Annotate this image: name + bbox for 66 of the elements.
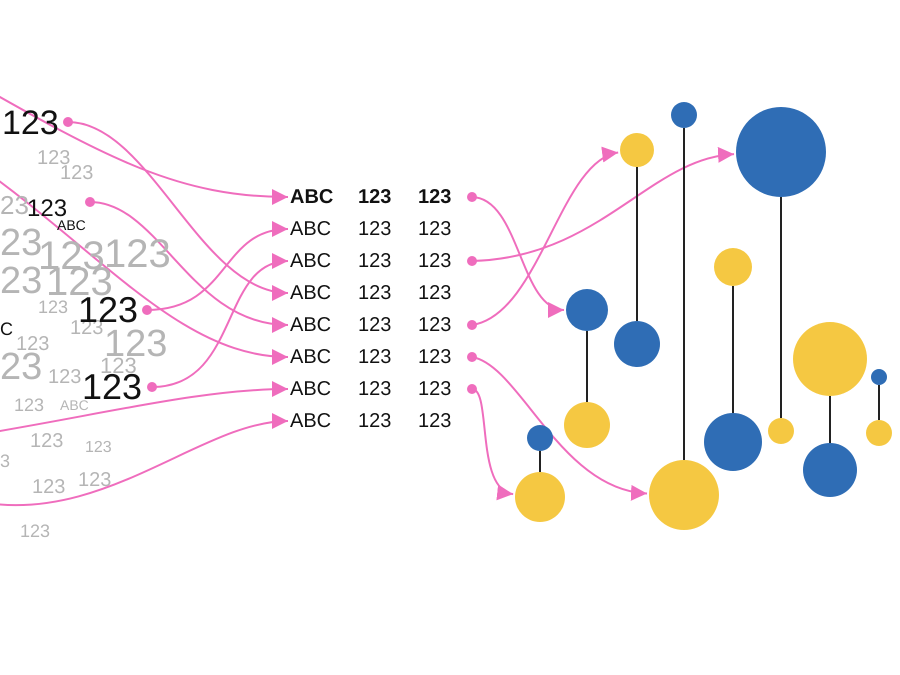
scattered-label: C	[0, 320, 13, 338]
row-value: 123	[358, 411, 392, 431]
row-value: 123	[418, 347, 452, 367]
scattered-label: 123	[16, 334, 50, 354]
row-label: ABC	[290, 219, 332, 239]
row-value: 123	[418, 411, 452, 431]
connector-line	[780, 197, 782, 418]
connector-line	[683, 128, 685, 460]
circle-dot	[671, 102, 697, 128]
connector-line	[829, 396, 831, 443]
number-label: 123	[2, 106, 59, 140]
row-value: 123	[418, 219, 452, 239]
row-value: 123	[358, 251, 392, 271]
row-value: 123	[418, 379, 452, 399]
row-label: ABC	[290, 251, 332, 271]
connector-line	[539, 451, 541, 472]
scattered-label: 23	[0, 192, 29, 218]
scattered-label: 123	[60, 163, 94, 183]
scattered-label: 123	[85, 440, 112, 456]
scattered-label: 123	[38, 298, 68, 316]
curved-arrow	[142, 222, 288, 315]
scattered-label: 23	[0, 262, 42, 300]
subscript-label: ABC	[57, 218, 86, 232]
scattered-label: 23	[0, 224, 42, 262]
circle-dot	[768, 418, 794, 444]
scattered-label: 123	[14, 396, 44, 414]
scattered-label: 123	[30, 431, 64, 451]
row-label: ABC	[290, 283, 332, 303]
connector-line	[586, 331, 588, 402]
circle-dot	[515, 472, 565, 522]
circle-dot	[620, 133, 654, 167]
row-value: 123	[358, 283, 392, 303]
circle-dot	[871, 369, 887, 385]
curved-arrow	[63, 117, 288, 298]
scattered-label: 123	[32, 477, 66, 497]
scattered-label: 123	[20, 522, 50, 540]
circle-dot	[866, 420, 892, 446]
connector-line	[732, 286, 734, 413]
row-value: 123	[358, 219, 392, 239]
scattered-label: ABC	[60, 398, 89, 412]
row-value: 123	[358, 315, 392, 335]
curved-arrow	[0, 414, 288, 506]
scattered-label: 3	[0, 452, 10, 470]
connector-line	[636, 167, 638, 321]
curved-arrow	[85, 197, 288, 332]
row-label: ABC	[290, 187, 334, 207]
circle-dot	[614, 321, 660, 367]
row-value: 123	[418, 283, 452, 303]
row-value: 123	[358, 347, 392, 367]
curved-arrow	[147, 256, 288, 392]
scattered-label: 123	[48, 367, 82, 387]
row-value: 123	[358, 187, 392, 207]
circle-dot	[527, 425, 553, 451]
connector-line	[878, 385, 880, 420]
row-value: 123	[418, 251, 452, 271]
row-value: 123	[358, 379, 392, 399]
circle-dot	[564, 402, 610, 448]
circle-dot	[714, 248, 752, 286]
row-label: ABC	[290, 315, 332, 335]
row-value: 123	[418, 187, 452, 207]
row-label: ABC	[290, 379, 332, 399]
row-value: 123	[418, 315, 452, 335]
circle-dot	[803, 443, 857, 497]
scattered-label: 123	[78, 470, 112, 490]
row-label: ABC	[290, 411, 332, 431]
row-label: ABC	[290, 347, 332, 367]
